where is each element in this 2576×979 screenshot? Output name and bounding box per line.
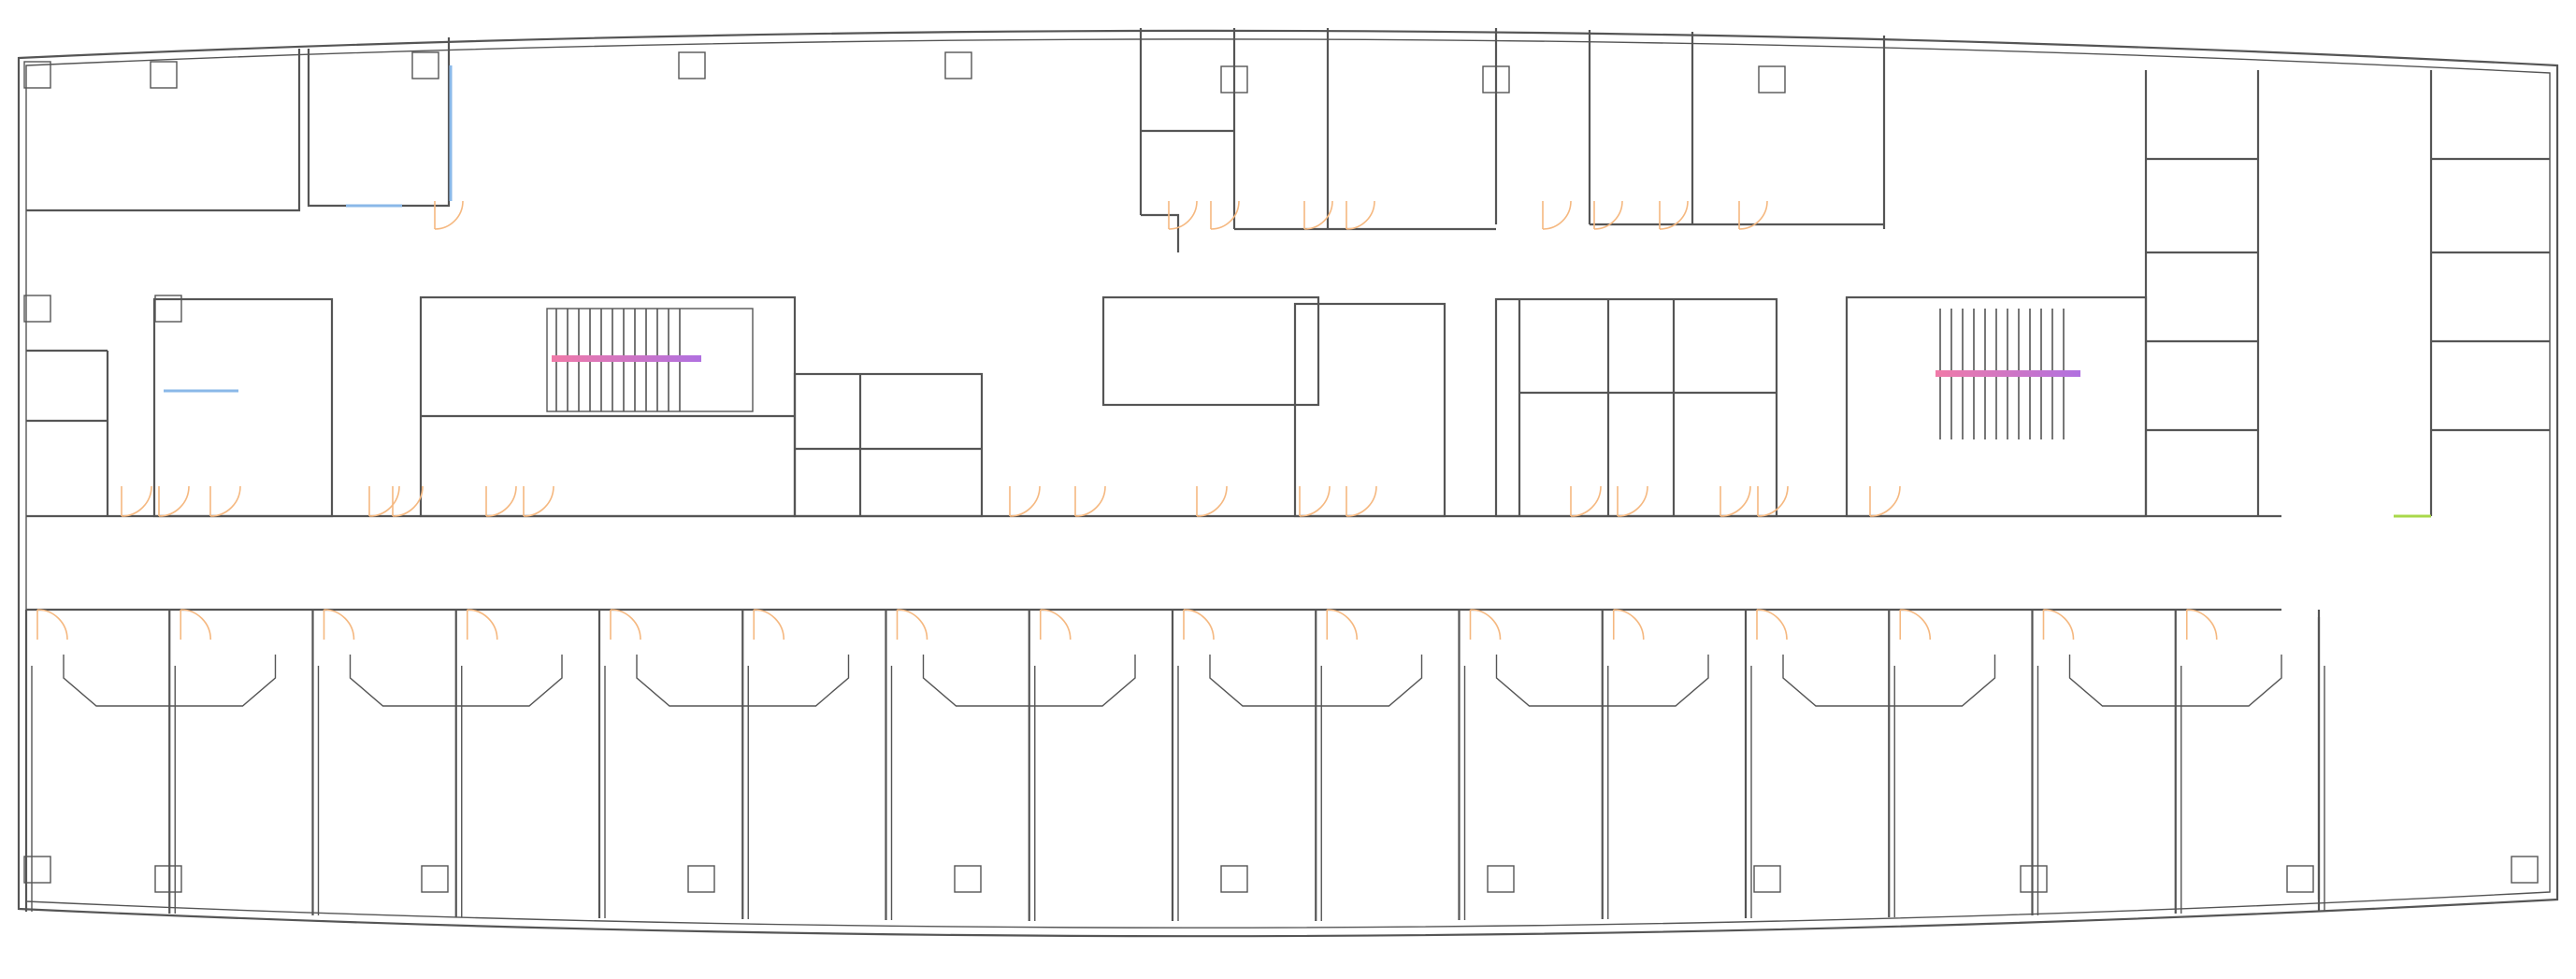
column-icon xyxy=(954,865,982,893)
bay-closet xyxy=(349,655,563,707)
center-rooms xyxy=(793,295,1778,518)
column-icon xyxy=(678,51,706,79)
door-swing-icon xyxy=(1659,200,1689,230)
bay-closet xyxy=(63,655,277,707)
column-icon xyxy=(154,295,182,323)
column-icon xyxy=(2286,865,2314,893)
door-swing-icon xyxy=(1346,200,1375,230)
door-swing-icon xyxy=(392,485,424,517)
door-swing-icon xyxy=(1469,609,1502,641)
column-icon xyxy=(421,865,449,893)
door-swing-icon xyxy=(753,609,785,641)
column-icon xyxy=(23,61,51,89)
stair-core-west xyxy=(419,295,797,518)
door-swing-icon xyxy=(610,609,641,641)
door-swing-icon xyxy=(1039,609,1072,641)
south-office-bays xyxy=(24,610,2325,921)
door-swing-icon xyxy=(485,485,517,517)
corridor xyxy=(26,514,2281,612)
east-rooms xyxy=(2144,70,2550,518)
door-swing-icon xyxy=(209,485,241,517)
column-icon xyxy=(154,865,182,893)
stair-core-east xyxy=(1845,295,2148,518)
column-icon xyxy=(23,295,51,323)
bay-closet xyxy=(1782,655,1996,707)
column-icon xyxy=(150,61,178,89)
door-swing-icon xyxy=(1612,609,1645,641)
door-swing-icon xyxy=(1009,485,1041,517)
door-swing-icon xyxy=(1210,200,1240,230)
columns xyxy=(23,51,2539,893)
door-swing-icon xyxy=(1542,200,1572,230)
column-icon xyxy=(1220,865,1248,893)
door-swing-icon xyxy=(1303,200,1333,230)
door-swing-icon xyxy=(1074,485,1106,517)
door-swing-icon xyxy=(1899,609,1932,641)
column-icon xyxy=(411,51,439,79)
door-swing-icon xyxy=(1738,200,1768,230)
door-swing-icon xyxy=(2185,609,2218,641)
column-icon xyxy=(1220,65,1248,94)
door-swing-icon xyxy=(1617,485,1648,517)
west-rooms xyxy=(26,65,453,518)
door-swing-icon xyxy=(1183,609,1215,641)
door-swing-icon xyxy=(1756,609,1788,641)
bay-closet xyxy=(922,655,1136,707)
door-swing-icon xyxy=(323,609,355,641)
stair-band-west xyxy=(552,355,701,362)
door-swing-icon xyxy=(1593,200,1623,230)
door-swing-icon xyxy=(1346,485,1377,517)
column-icon xyxy=(687,865,715,893)
column-icon xyxy=(1482,65,1510,94)
door-swing-icon xyxy=(180,609,212,641)
column-icon xyxy=(944,51,972,79)
door-swing-icon xyxy=(523,485,554,517)
column-icon xyxy=(1758,65,1786,94)
door-swing-icon xyxy=(1570,485,1602,517)
door-swing-icon xyxy=(158,485,190,517)
door-swing-icon xyxy=(36,609,68,641)
door-swing-icon xyxy=(1168,200,1198,230)
bay-closet xyxy=(1495,655,1709,707)
door-swing-icon xyxy=(466,609,498,641)
column-icon xyxy=(23,856,51,884)
column-icon xyxy=(2511,856,2539,884)
bay-closet xyxy=(1209,655,1423,707)
column-icon xyxy=(2020,865,2048,893)
door-swing-icon xyxy=(1869,485,1901,517)
bay-closet xyxy=(2068,655,2282,707)
door-swing-icon xyxy=(1196,485,1228,517)
door-swing-icon xyxy=(368,485,400,517)
bay-closet xyxy=(636,655,850,707)
door-swing-icon xyxy=(434,200,464,230)
door-swing-icon xyxy=(896,609,928,641)
stair-band-east xyxy=(1936,370,2080,377)
exterior-envelope xyxy=(17,29,2559,938)
door-swing-icon xyxy=(1299,485,1331,517)
door-swing-icon xyxy=(1757,485,1789,517)
north-rooms xyxy=(26,28,1886,252)
door-swing-icon xyxy=(121,485,152,517)
door-swing-icon xyxy=(1720,485,1751,517)
doors xyxy=(36,200,2218,641)
door-swing-icon xyxy=(2042,609,2075,641)
door-swing-icon xyxy=(1326,609,1359,641)
column-icon xyxy=(1487,865,1515,893)
column-icon xyxy=(1753,865,1781,893)
